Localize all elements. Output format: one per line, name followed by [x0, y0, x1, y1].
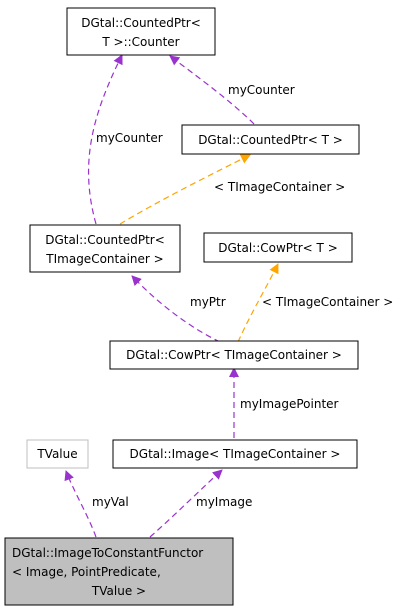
node-label-line: T >::Counter — [101, 35, 179, 49]
node-box — [29, 224, 181, 273]
edge-label: myVal — [92, 495, 129, 509]
edge-line — [237, 263, 279, 343]
node-cow-ptr-t[interactable]: DGtal::CowPtr< T > — [203, 232, 353, 263]
edge-myptr: myPtr — [131, 275, 226, 343]
edge-label: myPtr — [190, 295, 226, 309]
node-label-line: TImageContainer > — [45, 252, 163, 266]
edge-mycounter-left: myCounter — [87, 54, 163, 225]
node-box — [109, 340, 359, 370]
edge-line — [169, 55, 255, 125]
node-image-timagecontainer[interactable]: DGtal::Image< TImageContainer > — [112, 439, 358, 469]
node-counted-ptr-counter[interactable]: DGtal::CountedPtr< T >::Counter — [66, 7, 216, 56]
edge-line — [131, 275, 221, 343]
node-label-line: DGtal::ImageToConstantFunctor — [12, 546, 203, 560]
edge-mycounter-right: myCounter — [169, 55, 295, 125]
edge-counted-template: < TImageContainer > — [119, 154, 345, 225]
edge-label: myImagePointer — [240, 397, 339, 411]
node-box — [203, 232, 353, 263]
node-label-line: DGtal::CountedPtr< — [45, 233, 165, 247]
node-tvalue[interactable]: TValue — [26, 439, 89, 469]
node-box — [26, 439, 89, 469]
edge-myimage: myImage — [149, 469, 252, 538]
node-label-line: DGtal::CowPtr< TImageContainer > — [126, 348, 342, 362]
node-box — [4, 537, 234, 606]
node-label-line: TValue — [36, 447, 77, 461]
node-box — [112, 439, 358, 469]
edge-label: < TImageContainer > — [214, 180, 345, 194]
node-label-line: DGtal::Image< TImageContainer > — [130, 447, 341, 461]
edge-cow-template: < TImageContainer > — [237, 263, 393, 343]
node-box — [181, 124, 360, 155]
node-image-to-constant-functor[interactable]: DGtal::ImageToConstantFunctor < Image, P… — [4, 537, 234, 606]
node-label-line: TValue > — [91, 584, 146, 598]
node-label-line: DGtal::CowPtr< T > — [218, 241, 338, 255]
node-label-line: DGtal::CountedPtr< T > — [198, 133, 343, 147]
edge-line — [149, 469, 223, 538]
node-label-line: < Image, PointPredicate, — [12, 565, 161, 579]
node-label-line: DGtal::CountedPtr< — [81, 16, 201, 30]
edge-line — [119, 154, 251, 225]
node-box — [66, 7, 216, 56]
edge-myimagepointer: myImagePointer — [229, 367, 339, 438]
edge-label: < TImageContainer > — [262, 295, 393, 309]
edge-label: myCounter — [228, 83, 295, 97]
node-cow-ptr-timagecontainer[interactable]: DGtal::CowPtr< TImageContainer > — [109, 340, 359, 370]
node-counted-ptr-timagecontainer[interactable]: DGtal::CountedPtr< TImageContainer > — [29, 224, 181, 273]
edge-label: myCounter — [96, 131, 163, 145]
edge-myval: myVal — [64, 470, 129, 538]
node-counted-ptr-t[interactable]: DGtal::CountedPtr< T > — [181, 124, 360, 155]
edge-line — [87, 54, 123, 225]
edge-label: myImage — [196, 495, 252, 509]
